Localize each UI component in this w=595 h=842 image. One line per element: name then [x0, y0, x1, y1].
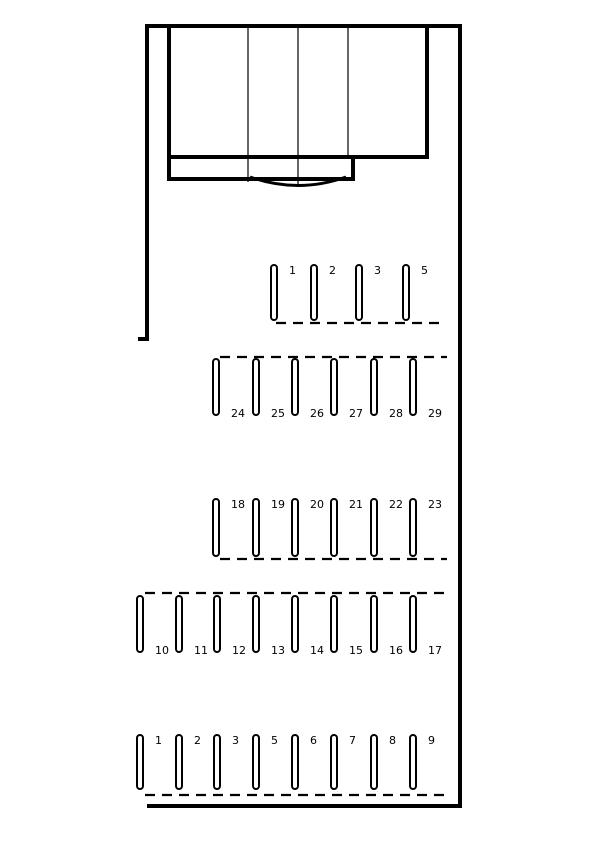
parking-stall-marker [175, 734, 183, 790]
parking-stall-marker [212, 358, 220, 416]
stall-number-label: 12 [232, 644, 246, 657]
stall-number-label: 22 [389, 498, 403, 511]
parking-stall-marker [310, 264, 318, 321]
parking-stall-marker [136, 734, 144, 790]
parking-stall-marker [136, 595, 144, 653]
parking-stall-marker [330, 498, 338, 557]
parking-stall-marker [212, 498, 220, 557]
parking-row-top-row: 1 2 3 5 [270, 264, 444, 325]
stall-number-label: 27 [349, 407, 363, 420]
stall-number-label: 15 [349, 644, 363, 657]
parking-stall-marker [370, 734, 378, 790]
stall-number-label: 18 [231, 498, 245, 511]
stall-number-label: 24 [231, 407, 245, 420]
parking-stall-marker [370, 595, 378, 653]
stall-number-label: 21 [349, 498, 363, 511]
parking-stall-marker [370, 498, 378, 557]
parking-stall-marker [370, 358, 378, 416]
stall-number-label: 23 [428, 498, 442, 511]
parking-stall-marker [252, 358, 260, 416]
stall-number-label: 28 [389, 407, 403, 420]
stall-number-label: 26 [310, 407, 324, 420]
parking-stall-marker [291, 498, 299, 557]
parking-stall-marker [330, 734, 338, 790]
parking-stall-marker [409, 498, 417, 557]
parking-stall-marker [252, 595, 260, 653]
stall-number-label: 17 [428, 644, 442, 657]
stall-number-label: 3 [374, 264, 381, 277]
stall-number-label: 2 [194, 734, 201, 747]
stall-number-label: 7 [349, 734, 356, 747]
stall-number-label: 16 [389, 644, 403, 657]
parking-stall-marker [409, 595, 417, 653]
stall-number-label: 13 [271, 644, 285, 657]
stall-number-label: 6 [310, 734, 317, 747]
stall-number-label: 3 [232, 734, 239, 747]
stall-number-label: 2 [329, 264, 336, 277]
parking-stall-marker [270, 264, 278, 321]
parking-row-row-18-23: 18 19 20 21 22 23 [212, 498, 447, 561]
stall-number-label: 9 [428, 734, 435, 747]
stall-number-label: 29 [428, 407, 442, 420]
stall-number-label: 25 [271, 407, 285, 420]
parking-stall-marker [355, 264, 363, 321]
parking-row-row-24-29: 24 25 26 27 28 29 [212, 355, 447, 420]
stall-number-label: 8 [389, 734, 396, 747]
parking-row-bottom-row: 1 2 3 5 6 7 8 9 [136, 734, 447, 797]
parking-stall-marker [409, 734, 417, 790]
stall-number-label: 1 [289, 264, 296, 277]
stall-number-label: 11 [194, 644, 208, 657]
parking-stall-marker [291, 358, 299, 416]
parking-stall-marker [213, 595, 221, 653]
stall-number-label: 20 [310, 498, 324, 511]
stall-number-label: 19 [271, 498, 285, 511]
parking-stall-marker [252, 734, 260, 790]
parking-stall-marker [291, 595, 299, 653]
entrance-arc [249, 175, 347, 187]
stall-number-label: 10 [155, 644, 169, 657]
parking-stall-marker [213, 734, 221, 790]
parking-stall-marker [291, 734, 299, 790]
parking-stall-marker [330, 595, 338, 653]
parking-stall-marker [175, 595, 183, 653]
parking-stall-marker [402, 264, 410, 321]
parking-stall-marker [409, 358, 417, 416]
stall-number-label: 14 [310, 644, 324, 657]
parking-stall-marker [330, 358, 338, 416]
parking-row-row-10-17: 10 11 12 13 14 15 16 17 [136, 591, 447, 657]
building [167, 24, 429, 187]
lot-boundary [138, 24, 462, 808]
parking-stall-marker [252, 498, 260, 557]
stall-number-label: 5 [271, 734, 278, 747]
stall-number-label: 1 [155, 734, 162, 747]
stall-number-label: 5 [421, 264, 428, 277]
building-lower-wing [167, 157, 355, 181]
